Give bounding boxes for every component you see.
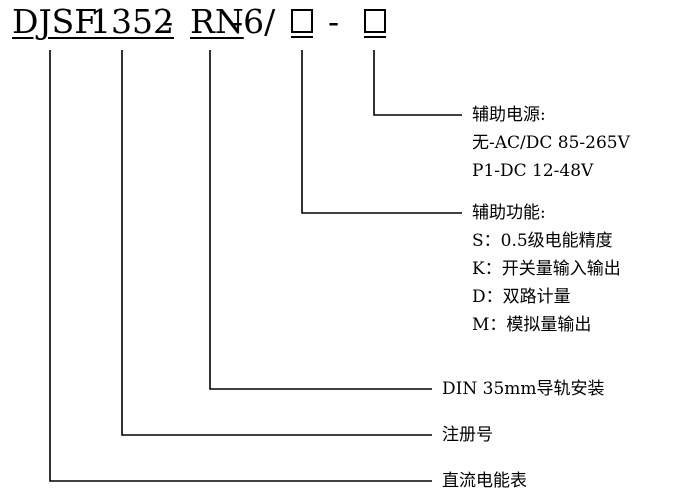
placeholder-box-function <box>291 9 313 38</box>
code-dash-1: - <box>162 2 174 41</box>
code-6-slash: -6/ <box>232 2 276 41</box>
leader-product-type <box>49 50 432 482</box>
reg-number-label: 注册号 <box>442 425 493 445</box>
aux-function-option-m: M：模拟量输出 <box>472 315 592 335</box>
leader-reg-number <box>121 50 432 436</box>
aux-function-option-s: S：0.5级电能精度 <box>472 231 613 251</box>
code-djsf: DJSF <box>12 2 98 41</box>
code-dash-2: - <box>328 2 340 41</box>
placeholder-box-power <box>364 9 386 38</box>
aux-power-title: 辅助电源: <box>472 105 546 125</box>
code-rn: RN <box>190 2 244 41</box>
mounting-label: DIN 35mm导轨安装 <box>442 379 605 399</box>
code-1352: 1352 <box>90 2 174 41</box>
leader-function <box>301 50 462 214</box>
leader-power <box>373 50 462 116</box>
aux-function-option-d: D：双路计量 <box>472 287 571 307</box>
leader-mounting <box>209 50 432 390</box>
aux-function-title: 辅助功能: <box>472 203 546 223</box>
aux-function-option-k: K：开关量输入输出 <box>472 259 621 279</box>
aux-power-option-p1: P1-DC 12-48V <box>472 161 594 181</box>
product-type-label: 直流电能表 <box>442 471 527 491</box>
aux-power-option-none: 无-AC/DC 85-265V <box>472 133 630 153</box>
